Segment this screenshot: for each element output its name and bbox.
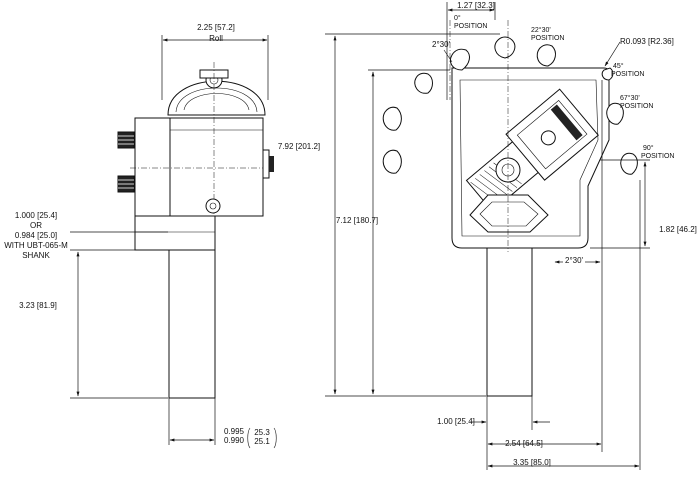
pos-67-angle: 67°30' — [620, 94, 640, 102]
shank-note-2: SHANK — [22, 251, 50, 260]
pos-22-label: POSITION — [531, 35, 564, 42]
shank-dim-1: 1.000 [25.4] — [15, 211, 57, 220]
pos-22-angle: 22°30' — [531, 26, 551, 34]
side-view: 2.25 [57.2] Roll — [4, 23, 277, 449]
pos-90-angle: 90° — [643, 144, 654, 152]
pos-0-angle: 0° — [454, 14, 461, 22]
roll-dimension: 2.25 [57.2] — [197, 23, 235, 32]
screw — [205, 198, 221, 214]
front-shank — [486, 247, 533, 397]
angle-bottom: 2°30' — [565, 256, 584, 265]
roll-label: Roll — [209, 34, 223, 43]
insert-90 — [620, 152, 638, 175]
pos-67-label: POSITION — [620, 103, 653, 110]
side-height: 1.82 [46.2] — [659, 225, 697, 234]
shank-note-1: WITH UBT-065-M — [4, 241, 68, 250]
pos-90-label: POSITION — [641, 153, 674, 160]
shank — [168, 249, 216, 399]
radius-dimension: R0.093 [R2.36] — [620, 37, 674, 46]
width-dim-2: 0.990 — [224, 436, 245, 445]
width-dim-1-mm: 25.3 — [254, 428, 270, 437]
overall-width: 3.35 [85.0] — [513, 458, 551, 467]
adjust-knob-lower — [117, 175, 135, 193]
pos-0-label: POSITION — [454, 23, 487, 30]
shank-width: 1.00 [25.4] — [437, 417, 475, 426]
offset-dimension: 2.54 [64.5] — [505, 439, 543, 448]
pos-45-label: POSITION — [611, 71, 644, 78]
shank-or: OR — [30, 221, 42, 230]
front-view: 1.27 [32.3] — [278, 1, 697, 470]
angle-top: 2°30' — [432, 40, 451, 49]
shank-dim-2: 0.984 [25.0] — [15, 231, 57, 240]
overall-height: 7.92 [201.2] — [278, 142, 320, 151]
adjust-knob-upper — [117, 131, 135, 149]
pos-45-angle: 45° — [613, 62, 624, 70]
insert-45 — [536, 44, 556, 67]
insert-0 — [449, 48, 470, 71]
width-dim-2-mm: 25.1 — [254, 437, 270, 446]
width-dim-1: 0.995 — [224, 427, 245, 436]
head-height: 7.12 [180.7] — [336, 216, 378, 225]
insert-22 — [494, 36, 516, 59]
insert-67 — [606, 102, 624, 125]
top-dimension: 1.27 [32.3] — [457, 1, 495, 10]
length-dimension: 3.23 [81.9] — [19, 301, 57, 310]
